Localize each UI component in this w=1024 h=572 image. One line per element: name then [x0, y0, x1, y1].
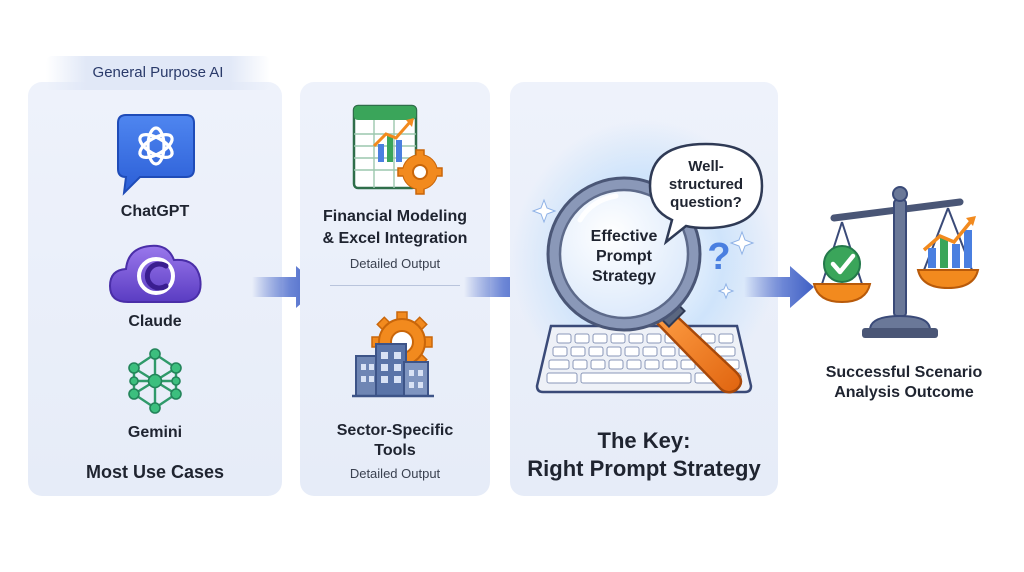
- lens-text-line3: Strategy: [591, 268, 657, 285]
- building-gear-icon: [352, 311, 434, 398]
- flow-arrow-3: [744, 266, 814, 308]
- outcome-label-line2: Analysis Outcome: [834, 384, 974, 401]
- bubble-text-line1: Well-: [688, 158, 724, 175]
- most-use-cases-label: Most Use Cases: [85, 462, 225, 482]
- key-title-line1: The Key:: [597, 428, 691, 453]
- general-ai-header: [46, 56, 270, 90]
- financial-modeling-title-line2: & Excel Integration: [322, 230, 468, 247]
- question-mark-icon: ?: [707, 236, 731, 278]
- gemini-network-icon: [128, 348, 182, 414]
- chatgpt-logo-icon: [117, 114, 195, 196]
- bubble-text-line3: question?: [670, 194, 742, 211]
- financial-modeling-title-line1: Financial Modeling: [322, 208, 467, 225]
- lens-text-line1: Effective: [590, 228, 658, 245]
- sector-specific-title-line2: Tools: [374, 442, 416, 459]
- general-ai-title: General Purpose AI: [92, 64, 224, 81]
- speech-bubble-icon: [648, 142, 764, 246]
- chatgpt-label: ChatGPT: [120, 203, 190, 220]
- outcome-label-line1: Successful Scenario: [825, 364, 983, 381]
- key-title-line2: Right Prompt Strategy: [527, 456, 761, 481]
- financial-modeling-output: Detailed Output: [349, 256, 441, 271]
- claude-label: Claude: [128, 313, 182, 330]
- spreadsheet-chart-gear-icon: [352, 104, 443, 195]
- sector-specific-title-line1: Sector-Specific: [336, 422, 454, 439]
- balance-scale-icon: [812, 186, 980, 338]
- bubble-text-line2: structured: [668, 176, 744, 193]
- middle-divider: [330, 285, 460, 286]
- sector-specific-output: Detailed Output: [349, 466, 441, 481]
- lens-text-line2: Prompt: [596, 248, 652, 265]
- claude-logo-icon: [108, 244, 202, 303]
- sparkle-icons: [531, 198, 755, 300]
- magnifying-glass-icon: [546, 176, 743, 394]
- gemini-label: Gemini: [127, 424, 183, 441]
